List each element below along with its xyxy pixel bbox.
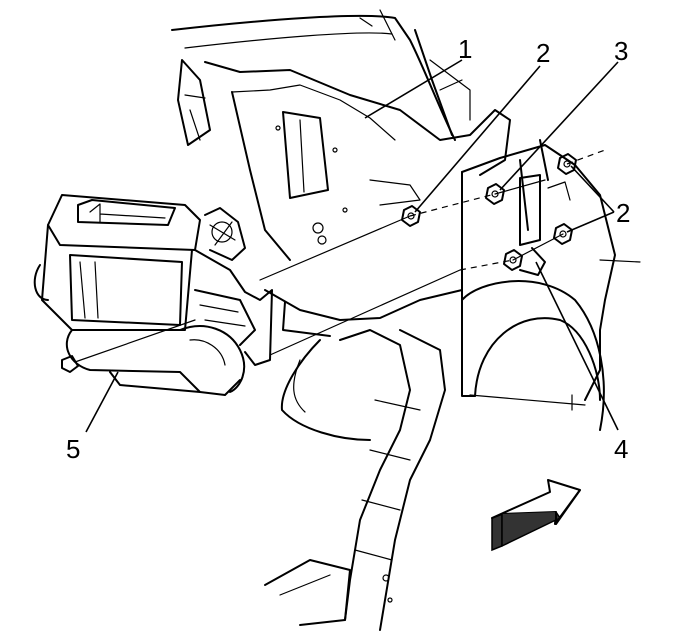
callout-5: 5 bbox=[66, 434, 80, 464]
callout-2-upper: 2 bbox=[536, 38, 550, 68]
vehicle-body bbox=[171, 9, 511, 261]
callout-1: 1 bbox=[458, 34, 472, 64]
fasteners bbox=[401, 153, 577, 271]
nut-lower-right bbox=[553, 223, 573, 245]
floor-and-pillar bbox=[264, 289, 463, 631]
hvac-module bbox=[33, 194, 273, 396]
callout-4: 4 bbox=[614, 434, 628, 464]
fender-panel bbox=[461, 139, 641, 431]
callout-labels: 1 2 3 2 4 5 bbox=[66, 34, 630, 464]
nut-upper-center bbox=[485, 183, 505, 205]
front-direction-arrow-icon bbox=[491, 479, 581, 552]
callout-3: 3 bbox=[614, 36, 628, 66]
alignment-lines bbox=[74, 149, 606, 363]
callout-2-right: 2 bbox=[616, 198, 630, 228]
leader-lines bbox=[85, 59, 619, 433]
nut-lower-center bbox=[503, 249, 523, 271]
